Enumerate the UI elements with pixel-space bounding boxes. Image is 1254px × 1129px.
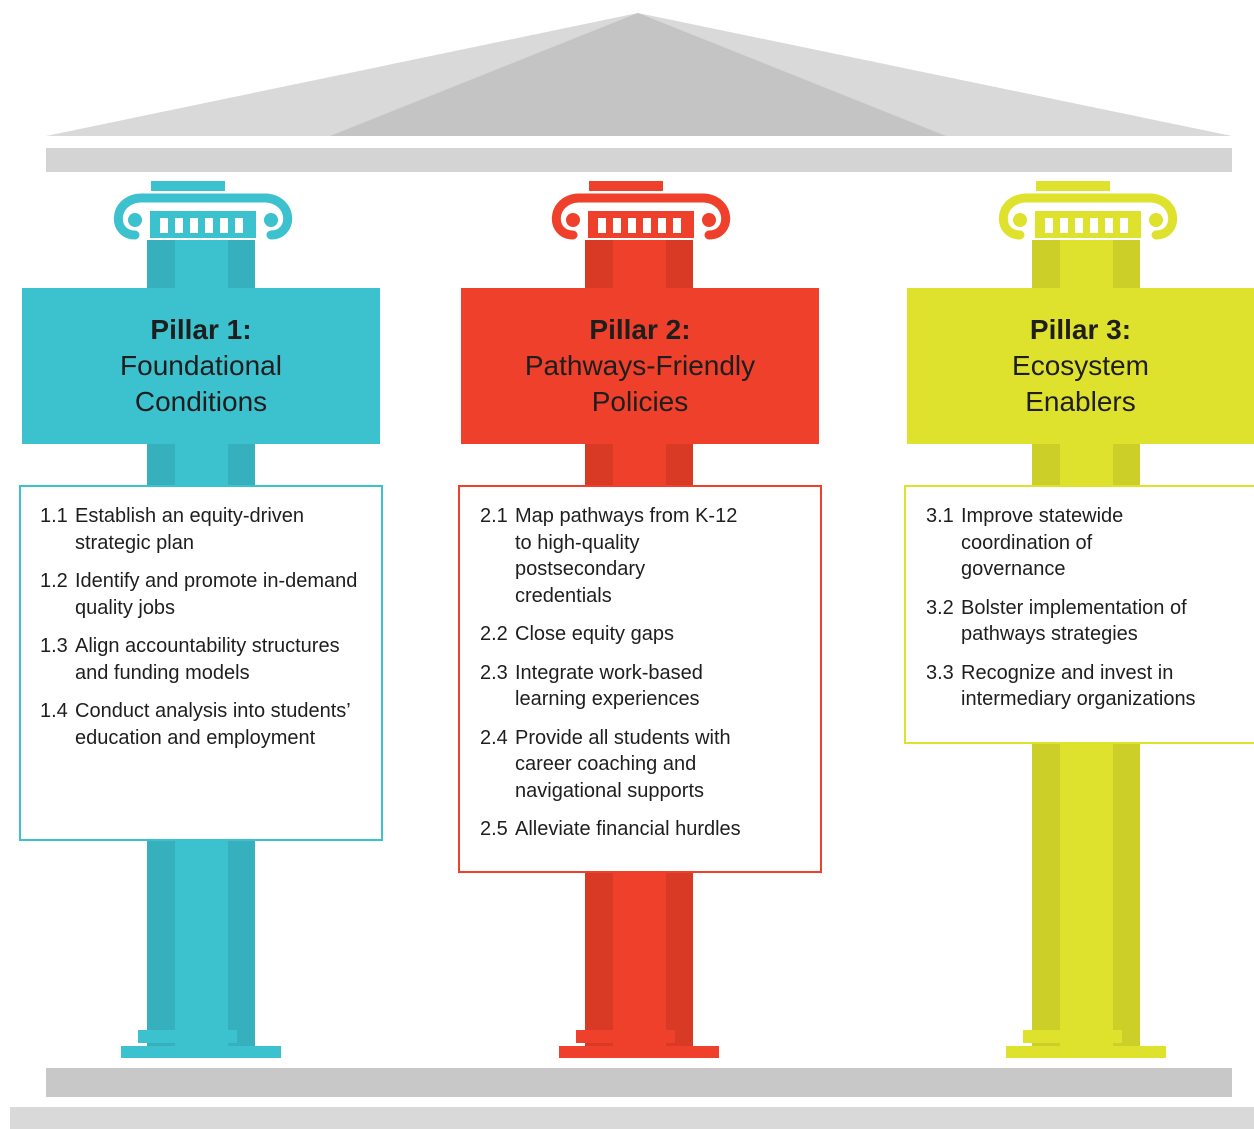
pillar-3-title-line-1: Ecosystem — [1012, 350, 1149, 381]
item-number: 1.3 — [40, 635, 68, 657]
list-item: 3.2 Bolster implementation of pathways s… — [926, 595, 1246, 648]
pillar-1-capital-icon — [113, 193, 293, 240]
item-text: Recognize and invest in intermediary org… — [961, 661, 1196, 711]
list-item: 2.3 Integrate work-based learning experi… — [480, 660, 796, 713]
base-step-upper — [46, 1068, 1232, 1097]
list-item: 2.5 Alleviate financial hurdles — [480, 816, 796, 843]
list-item: 1.3 Align accountability structures and … — [40, 633, 363, 686]
pillar-2-title-line-1: Pathways-Friendly — [524, 350, 756, 381]
item-number: 2.4 — [480, 726, 508, 749]
list-item: 2.4 Provide all students with career coa… — [480, 725, 796, 805]
list-item: 2.1 Map pathways from K-12 to high-quali… — [480, 503, 796, 609]
pillar-3-title-line-2: Enablers — [1025, 386, 1136, 417]
item-number: 1.2 — [40, 570, 68, 592]
pillar-1-label: Pillar 1: — [150, 314, 252, 345]
item-number: 1.4 — [40, 700, 68, 722]
pillar-1-title-line-2: Conditions — [134, 386, 268, 417]
item-text: Alleviate financial hurdles — [515, 818, 741, 840]
pillar-3-title-box: Pillar 3: Ecosystem Enablers — [907, 288, 1254, 444]
item-number: 1.1 — [40, 505, 68, 527]
list-item: 1.2 Identify and promote in-demand quali… — [40, 568, 363, 621]
item-number: 2.5 — [480, 818, 508, 840]
item-text: Establish an equity-driven strategic pla… — [75, 505, 305, 554]
item-number: 3.2 — [926, 596, 954, 619]
pillar-1-title-box: Pillar 1: Foundational Conditions — [22, 288, 380, 444]
item-text: Conduct analysis into students’ educatio… — [75, 700, 350, 749]
pillar-3-capital-icon — [998, 193, 1178, 240]
item-number: 2.3 — [480, 661, 508, 684]
roof-shade — [330, 13, 946, 136]
pillar-1-title-line-1: Foundational — [120, 350, 282, 381]
list-item: 2.2 Close equity gaps — [480, 621, 796, 648]
base-step-lower — [10, 1107, 1254, 1129]
item-text: Map pathways from K-12 to high-quality p… — [515, 505, 738, 607]
item-text: Improve statewide coordination of govern… — [961, 505, 1124, 580]
top-beam — [46, 148, 1232, 172]
list-item: 3.3 Recognize and invest in intermediary… — [926, 660, 1246, 713]
list-item: 1.1 Establish an equity-driven strategic… — [40, 503, 363, 556]
pillar-2-list: 2.1 Map pathways from K-12 to high-quali… — [458, 485, 822, 873]
item-text: Integrate work-based learning experience… — [515, 661, 703, 711]
item-number: 2.2 — [480, 623, 508, 645]
item-text: Provide all students with career coachin… — [515, 726, 731, 802]
item-text: Bolster implementation of pathways strat… — [961, 596, 1187, 646]
pillar-3-label: Pillar 3: — [1029, 314, 1132, 345]
list-item: 1.4 Conduct analysis into students’ educ… — [40, 698, 363, 751]
pillar-3-list: 3.1 Improve statewide coordination of go… — [904, 485, 1254, 744]
pillar-2-label: Pillar 2: — [589, 314, 691, 345]
item-number: 3.1 — [926, 505, 954, 527]
pillar-2-capital-icon — [551, 193, 731, 240]
item-text: Close equity gaps — [515, 623, 674, 645]
item-text: Identify and promote in-demand quality j… — [75, 570, 358, 619]
list-item: 3.1 Improve statewide coordination of go… — [926, 503, 1246, 583]
item-text: Align accountability structures and fund… — [75, 635, 340, 684]
pillar-2-title-box: Pillar 2: Pathways-Friendly Policies — [461, 288, 819, 444]
pillar-2-title-line-2: Policies — [591, 386, 689, 417]
item-number: 2.1 — [480, 505, 508, 527]
pillar-1-list: 1.1 Establish an equity-driven strategic… — [19, 485, 383, 841]
item-number: 3.3 — [926, 661, 954, 684]
